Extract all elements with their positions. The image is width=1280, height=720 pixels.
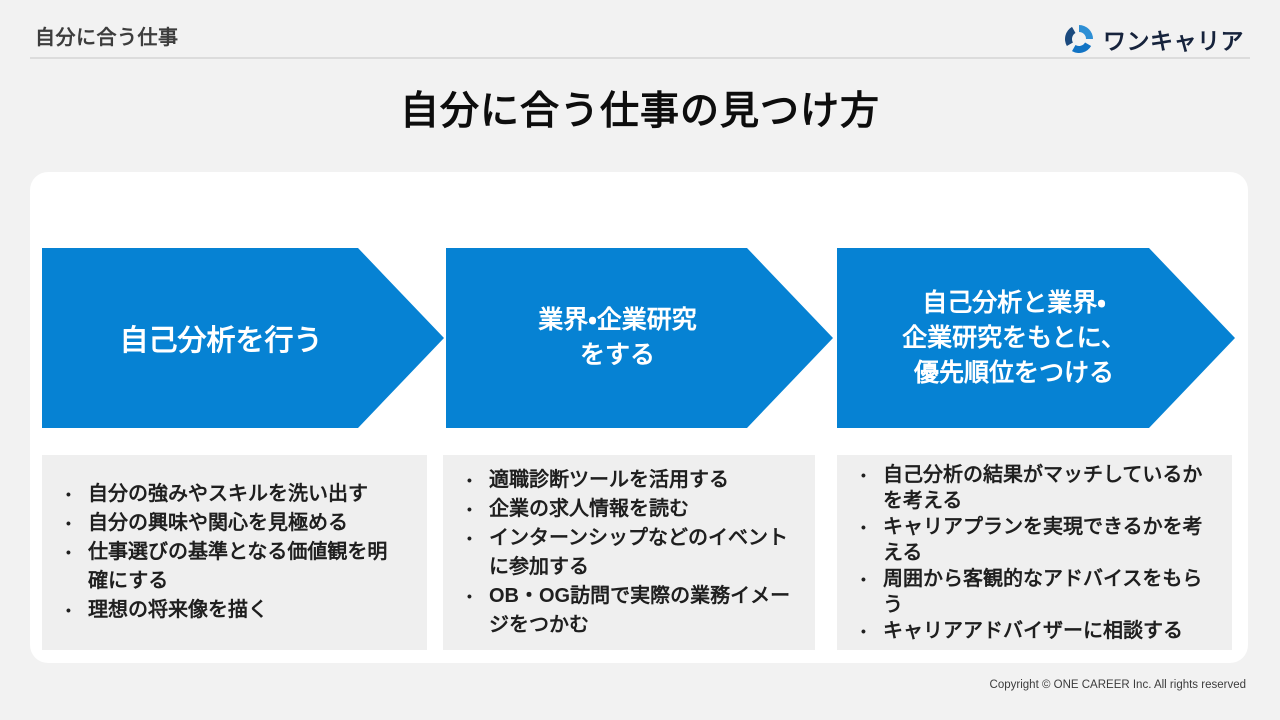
step-arrow-2: 業界・企業研究 をする [446,248,833,428]
step-details-1: 自分の強みやスキルを洗い出す 自分の興味や関心を見極める 仕事選びの基準となる価… [42,455,427,650]
content-card: 自己分析を行う 業界・企業研究 をする 自己分析と業界・ 企業研究をもとに、 優… [30,172,1248,663]
list-item: OB・OG訪問で実際の業務イメージをつかむ [461,582,791,640]
list-item: 周囲から客観的なアドバイスをもらう [855,566,1208,618]
step-arrow-2-label-line2: をする [579,341,655,369]
main-title: 自分に合う仕事の見つけ方 [399,90,880,133]
list-item: キャリアアドバイザーに相談する [855,618,1208,644]
step-arrow-3-label-line1: 自己分析と業界・ [922,288,1106,317]
bullet-list-2: 適職診断ツールを活用する 企業の求人情報を読む インターンシップなどのイベントに… [443,466,815,640]
list-item: インターンシップなどのイベントに参加する [461,524,791,582]
bullet-list-3: 自己分析の結果がマッチしているかを考える キャリアプランを実現できるかを考える … [837,462,1232,644]
list-item: 適職診断ツールを活用する [461,466,791,495]
step-arrow-1: 自己分析を行う [42,248,444,428]
list-item: 自己分析の結果がマッチしているかを考える [855,462,1208,514]
onecareer-swirl-icon [1065,25,1093,53]
step-arrow-3-label-line3: 優先順位をつける [913,358,1114,387]
copyright: Copyright © ONE CAREER Inc. All rights r… [989,679,1246,691]
brand-name: ワンキャリア [1103,28,1244,54]
list-item: 理想の将来像を描く [60,596,403,625]
step-details-3: 自己分析の結果がマッチしているかを考える キャリアプランを実現できるかを考える … [837,455,1232,650]
page-title: 自分に合う仕事 [35,27,179,49]
header-divider [30,57,1250,59]
step-arrow-1-label: 自己分析を行う [119,325,323,357]
list-item: 企業の求人情報を読む [461,495,791,524]
bullet-list-1: 自分の強みやスキルを洗い出す 自分の興味や関心を見極める 仕事選びの基準となる価… [42,480,427,625]
list-item: 仕事選びの基準となる価値観を明確にする [60,538,403,596]
step-details-2: 適職診断ツールを活用する 企業の求人情報を読む インターンシップなどのイベントに… [443,455,815,650]
list-item: キャリアプランを実現できるかを考える [855,514,1208,566]
brand-logo: ワンキャリア [1063,22,1244,56]
list-item: 自分の興味や関心を見極める [60,509,403,538]
step-arrow-2-label-line1: 業界・企業研究 [538,306,697,334]
step-arrow-3-label-line2: 企業研究をもとに、 [902,323,1126,352]
list-item: 自分の強みやスキルを洗い出す [60,480,403,509]
step-arrow-3: 自己分析と業界・ 企業研究をもとに、 優先順位をつける [837,248,1235,428]
